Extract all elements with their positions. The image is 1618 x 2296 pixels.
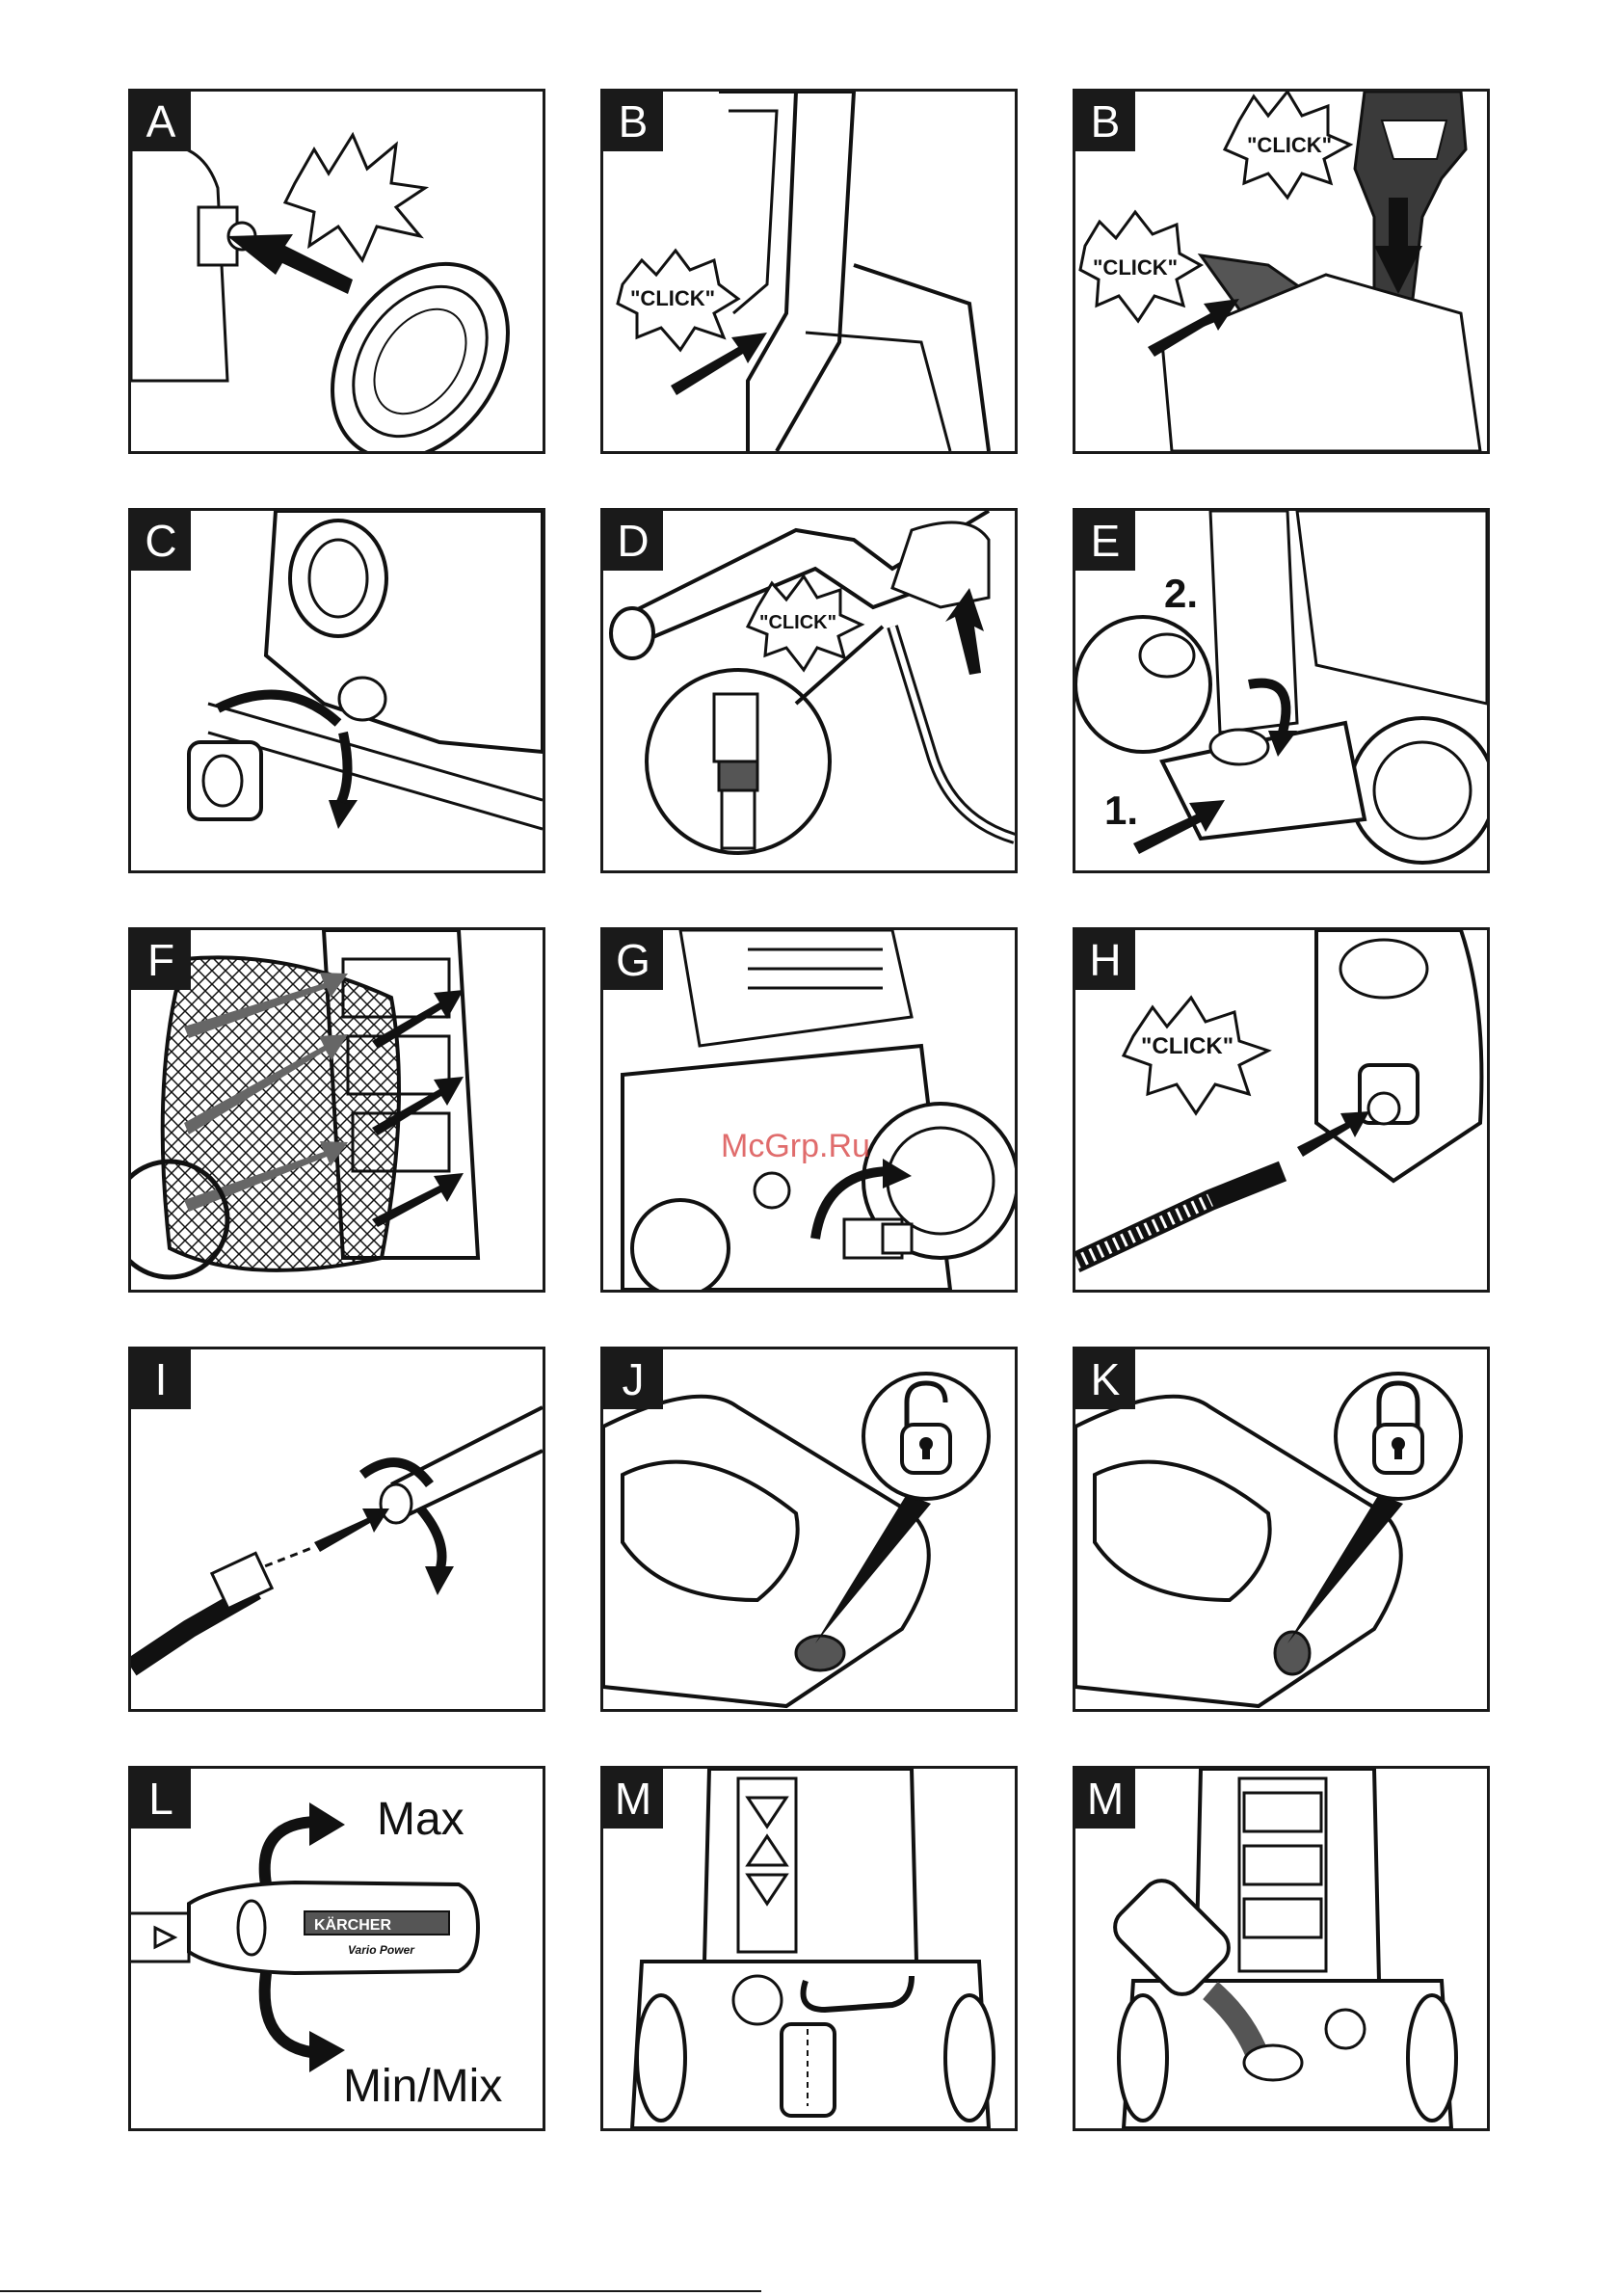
detergent-fill-illustration (1075, 1769, 1487, 2128)
panel-letter: H (1075, 930, 1135, 990)
panel-c: C (128, 508, 545, 873)
detergent-tank-illustration: 1. 2. (1075, 511, 1487, 870)
click-label: "CLICK" (1141, 1033, 1233, 1059)
panel-letter: B (1075, 92, 1135, 151)
hose-connect-click-illustration: "CLICK" (1075, 930, 1487, 1290)
model-label: Vario Power (348, 1943, 415, 1957)
accessory-storage-illustration (131, 930, 543, 1290)
panel-letter: J (603, 1349, 663, 1409)
panel-letter: L (131, 1769, 191, 1829)
max-label: Max (377, 1794, 464, 1845)
panel-b2: B "CLICK" "CLICK" (1073, 89, 1490, 454)
panel-d: D "CLICK" (600, 508, 1018, 873)
panel-letter: D (603, 511, 663, 571)
panel-j: J (600, 1347, 1018, 1712)
panel-letter: M (1075, 1769, 1135, 1829)
panel-g: G (600, 927, 1018, 1293)
brand-label: KÄRCHER (314, 1916, 391, 1934)
trigger-lock-illustration (1075, 1349, 1487, 1709)
nozzle-attach-illustration (131, 92, 543, 451)
click-label: "CLICK" (630, 286, 715, 310)
min-mix-label: Min/Mix (343, 2061, 502, 2112)
panel-letter: E (1075, 511, 1135, 571)
bottom-rule (0, 2290, 761, 2292)
watermark: McGrp.Ru (721, 1128, 870, 1165)
panel-letter: K (1075, 1349, 1135, 1409)
panel-letter: M (603, 1769, 663, 1829)
detergent-bottle-insert-illustration (603, 1769, 1015, 2128)
panel-a: A (128, 89, 545, 454)
panel-letter: C (131, 511, 191, 571)
click-label: "CLICK" (759, 612, 836, 633)
click-label-left: "CLICK" (1093, 255, 1178, 280)
panel-m2: M (1073, 1766, 1490, 2131)
panel-f: F (128, 927, 545, 1293)
panel-letter: F (131, 930, 191, 990)
connect-hose-rotate-illustration (131, 511, 543, 870)
panel-e: E 1. 2. (1073, 508, 1490, 873)
panel-l: L KÄRCHER Vario Power Max Min/Mix (128, 1766, 545, 2131)
trigger-unlock-illustration (603, 1349, 1015, 1709)
panel-letter: A (131, 92, 191, 151)
water-inlet-connector-illustration (603, 930, 1015, 1290)
panel-m1: M (600, 1766, 1018, 2131)
step-two-label: 2. (1164, 571, 1198, 616)
handle-click-illustration: "CLICK" (603, 92, 1015, 451)
step-one-label: 1. (1104, 788, 1138, 833)
handle-insert-illustration: "CLICK" "CLICK" (1075, 92, 1487, 451)
click-label-top: "CLICK" (1247, 133, 1332, 157)
panel-letter: G (603, 930, 663, 990)
pressure-regulation-illustration: KÄRCHER Vario Power Max Min/Mix (131, 1769, 543, 2128)
panel-letter: I (131, 1349, 191, 1409)
panel-i: I (128, 1347, 545, 1712)
panel-letter: B (603, 92, 663, 151)
panel-k: K (1073, 1347, 1490, 1712)
panel-h: H "CLICK" (1073, 927, 1490, 1293)
panel-b1: B "CLICK" (600, 89, 1018, 454)
lance-nozzle-fit-illustration (131, 1349, 543, 1709)
spray-lance-click-illustration: "CLICK" (603, 511, 1015, 870)
